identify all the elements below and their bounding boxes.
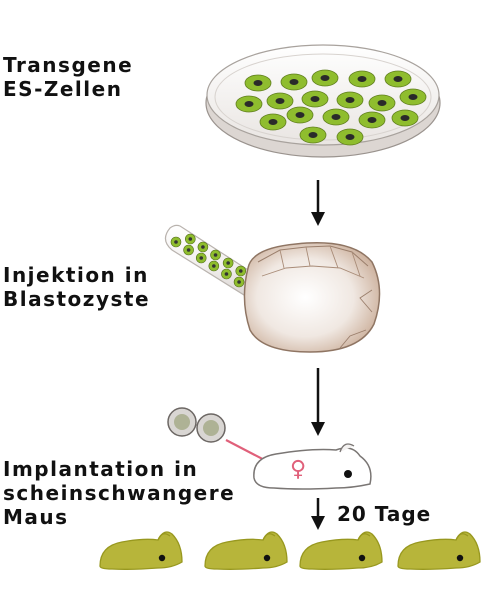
embryos [167, 407, 226, 443]
es-cell [183, 244, 194, 256]
es-cell [235, 95, 263, 113]
es-cell [311, 69, 339, 87]
es-cell [266, 92, 294, 110]
offspring-mouse [99, 531, 183, 570]
step-label-line: Injektion in [3, 263, 149, 287]
es-cell [185, 233, 196, 245]
step-label-line: ES-Zellen [3, 77, 123, 101]
surrogate-mouse: ♀ [253, 443, 372, 490]
offspring-mouse [204, 531, 288, 570]
step-label-line: Blastozyste [3, 287, 151, 311]
es-cell [391, 109, 419, 127]
es-cell [195, 252, 207, 264]
es-cell [197, 241, 209, 253]
arrow-to-blastocyst [311, 180, 325, 226]
offspring-mice [99, 531, 481, 570]
es-cell [384, 70, 412, 88]
es-cell [336, 128, 364, 146]
offspring-mouse [299, 531, 383, 570]
step-label-line: Transgene [3, 53, 134, 77]
step-label-line: Implantation in [3, 457, 199, 481]
es-cell [280, 73, 308, 91]
arrow-to-offspring [311, 498, 325, 530]
es-cell [322, 108, 350, 126]
es-cell [299, 126, 327, 144]
petri-dish [205, 44, 441, 158]
duration-label: 20 Tage [337, 502, 432, 526]
es-cell [301, 90, 329, 108]
es-cell [235, 265, 247, 277]
blastocyst [243, 242, 381, 353]
es-cell [170, 236, 182, 248]
es-cell [222, 257, 234, 269]
step-label-injection: Injektion in Blastozyste [3, 263, 150, 311]
es-cell [358, 111, 386, 129]
es-cells [235, 69, 427, 146]
es-cell [368, 94, 396, 112]
es-cell [259, 113, 287, 131]
female-symbol: ♀ [290, 457, 306, 482]
step-label-line: Maus [3, 505, 69, 529]
es-cell [399, 88, 427, 106]
es-cell [336, 91, 364, 109]
es-cell [208, 260, 220, 272]
step-label-es-cells: Transgene ES-Zellen [3, 53, 133, 101]
es-cell [244, 74, 272, 92]
arrow-to-implantation [311, 368, 325, 436]
step-label-line: scheinschwangere [3, 481, 236, 505]
es-cell [221, 268, 232, 280]
es-cell [233, 276, 245, 288]
step-label-implantation: Implantation in scheinschwangere Maus [3, 457, 235, 529]
es-cell [286, 106, 314, 124]
es-cell [348, 70, 376, 88]
offspring-mouse [397, 531, 481, 570]
es-cell [210, 249, 221, 261]
